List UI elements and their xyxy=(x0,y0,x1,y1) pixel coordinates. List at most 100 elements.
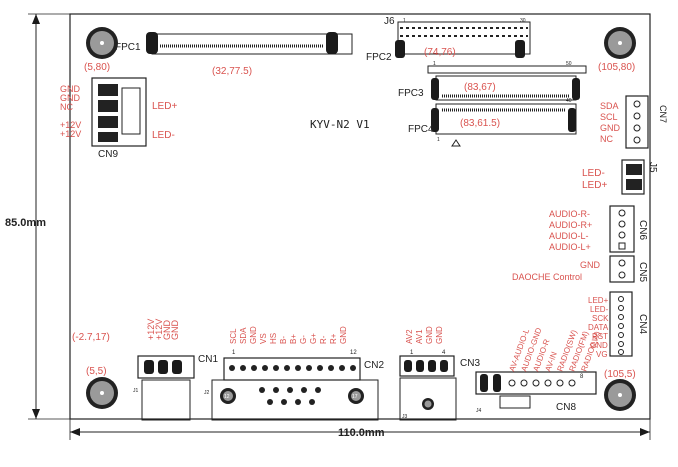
coord-top-right: (105,80) xyxy=(598,62,635,73)
cn2-pin-2: SDA xyxy=(239,327,248,344)
cn1-label: CN1 xyxy=(198,354,218,365)
cn8-pin-number: 8 xyxy=(580,374,584,380)
fpc4-first-pin: 1 xyxy=(437,137,440,143)
j6-fpc2-connector xyxy=(395,21,531,58)
cn9-pin-1: GND xyxy=(60,84,81,94)
cn2-first-pin: 1 xyxy=(232,350,236,356)
cn1-pin-4: GND xyxy=(170,320,180,341)
height-label: 85.0mm xyxy=(5,217,46,229)
cn3-connector xyxy=(399,355,457,421)
cn2-pin-4: VS xyxy=(259,333,268,344)
j2-label: J2 xyxy=(204,390,210,396)
coord-bottom-right: (105,5) xyxy=(604,369,636,380)
cn8-connector xyxy=(475,371,597,409)
cn6-pin-l-minus: AUDIO-L- xyxy=(549,231,589,241)
cn7-pin-nc: NC xyxy=(600,134,613,144)
j1-label: J1 xyxy=(133,388,139,394)
cn4-pin-5: RST xyxy=(592,332,608,341)
j2-left-number: 12 xyxy=(224,394,230,400)
cn6-label: CN6 xyxy=(637,220,648,240)
cn2-pin-9: G+ xyxy=(309,333,318,344)
cn2-pin-3: GND xyxy=(249,326,258,344)
cn7-pin-gnd: GND xyxy=(600,123,621,133)
cn2-pin-1: SCL xyxy=(229,328,238,344)
cn4-pin-1: LED+ xyxy=(588,296,609,305)
cn4-pin-6: GND xyxy=(590,341,608,350)
fpc3-coord: (83,67) xyxy=(464,82,496,93)
cn7-pin-scl: SCL xyxy=(600,112,618,122)
cn2-pin-10: R- xyxy=(319,335,328,344)
coord-top-left: (5,80) xyxy=(84,62,110,73)
cn7-pin-sda: SDA xyxy=(600,101,619,111)
cn3-label: CN3 xyxy=(460,358,480,369)
cn3-pin-2: AV1 xyxy=(415,329,424,344)
cn1-pin-2: +12V xyxy=(154,319,164,340)
j5-pin-led-minus: LED- xyxy=(582,168,605,179)
cn3-first-pin: 1 xyxy=(410,350,414,356)
cn6-connector xyxy=(609,205,635,253)
cn3-pin-1: AV2 xyxy=(405,329,414,344)
j3-label: J3 xyxy=(402,414,408,420)
cn5-label: CN5 xyxy=(637,262,648,282)
cn5-connector xyxy=(609,255,635,283)
cn1-connector xyxy=(137,355,195,421)
j2-right-number: 17 xyxy=(352,394,358,400)
cn4-connector xyxy=(609,291,633,357)
cn4-pin-3: SCK xyxy=(592,314,609,323)
cn7-connector xyxy=(625,95,649,149)
cn9-pin-3: NC xyxy=(60,102,73,112)
cn9-pin-2: GND xyxy=(60,93,81,103)
fpc2-label: FPC2 xyxy=(366,52,392,63)
cn6-pin-r-plus: AUDIO-R+ xyxy=(549,220,592,230)
cn1-pin-1: +12V xyxy=(146,319,156,340)
fpc3-last-pin: 50 xyxy=(566,61,572,67)
fpc4-connector xyxy=(431,103,577,147)
cn3-pin-4: GND xyxy=(435,326,444,344)
fpc3-connector xyxy=(427,65,587,101)
fpc3-first-pin: 1 xyxy=(433,61,436,67)
cn2-pin-11: R+ xyxy=(329,333,338,344)
cn5-pin-gnd: GND xyxy=(580,260,601,270)
cn9-led-plus: LED+ xyxy=(152,101,177,112)
fpc1-connector xyxy=(146,32,353,55)
cn2-last-pin: 12 xyxy=(350,350,357,356)
cn4-label: CN4 xyxy=(637,314,648,334)
fpc1-label: FPC1 xyxy=(115,42,141,53)
fpc2-coord: (74,76) xyxy=(424,47,456,58)
j6-first-pin: 1 xyxy=(403,18,406,24)
cn2-pin-5: HS xyxy=(269,333,278,344)
cn2-pin-7: B+ xyxy=(289,334,298,344)
cn9-label: CN9 xyxy=(98,149,118,160)
width-label: 110.0mm xyxy=(338,427,385,439)
cn3-pin-3: GND xyxy=(425,326,434,344)
cn5-pin-daoche: DAOCHE Control xyxy=(512,272,582,282)
j6-label: J6 xyxy=(384,16,395,27)
cn2-pin-labels: SCL SDA GND VS HS B- B+ G- G+ R- R+ GND xyxy=(229,326,348,344)
j6-last-pin: 30 xyxy=(520,18,526,24)
cn9-pin-5: +12V xyxy=(60,129,81,139)
cn9-pin-4: +12V xyxy=(60,120,81,130)
fpc3-label: FPC3 xyxy=(398,88,424,99)
cn2-connector xyxy=(211,357,379,421)
cn7-label: CN7 xyxy=(658,105,668,123)
fpc1-coord: (32,77.5) xyxy=(212,66,252,77)
cn4-pin-7: VG xyxy=(596,350,608,359)
mount-hole-top-left xyxy=(86,27,118,59)
cn1-pin-3: GND xyxy=(162,320,172,341)
cn2-pin-8: G- xyxy=(299,335,308,344)
j5-label: J5 xyxy=(647,162,658,173)
cn2-label: CN2 xyxy=(364,360,384,371)
mount-hole-bottom-right xyxy=(604,379,636,411)
cn9-connector xyxy=(91,77,147,147)
cn2-pin-6: B- xyxy=(279,336,288,344)
coord-bottom-left: (5,5) xyxy=(86,366,107,377)
cn3-last-pin: 4 xyxy=(442,350,446,356)
coord-cn1: (-2.7,17) xyxy=(72,332,110,343)
cn2-pin-12: GND xyxy=(339,326,348,344)
cn8-pin-labels: AV-AUDIO-L AUDIO-GND AUDIO-R AV-IN RADIO… xyxy=(507,326,602,372)
board-title: KYV-N2 V1 xyxy=(310,118,370,131)
cn8-label: CN8 xyxy=(556,402,576,413)
mount-hole-top-right xyxy=(604,27,636,59)
